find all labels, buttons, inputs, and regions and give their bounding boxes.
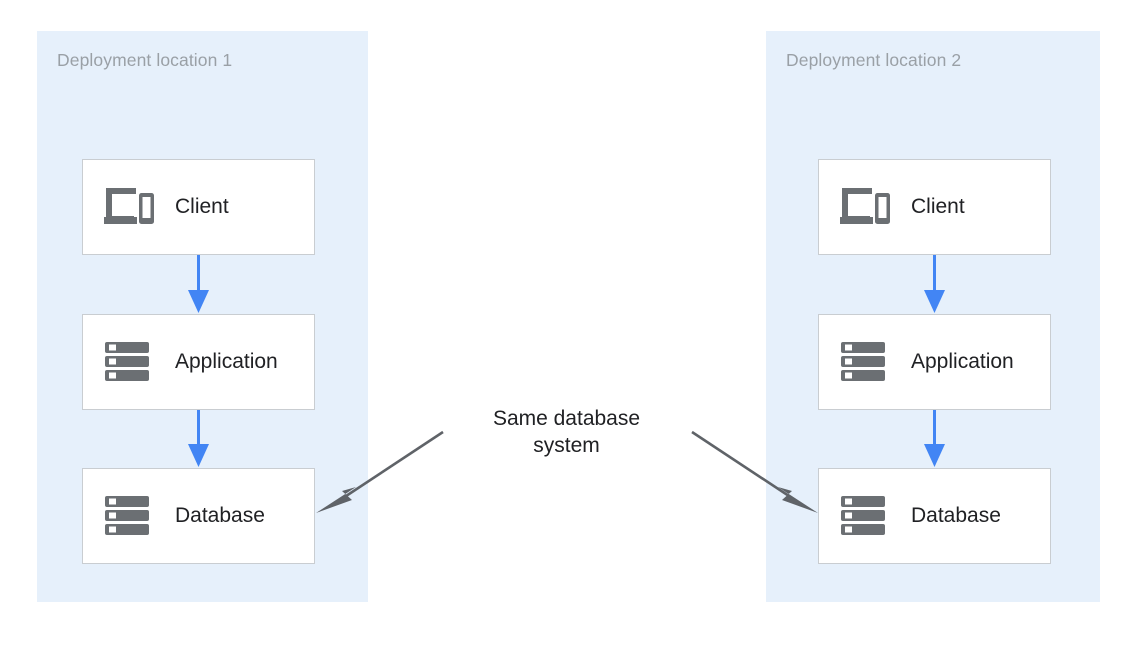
node-database-2-label: Database	[911, 504, 1001, 527]
annotation-line-1: Same database	[492, 407, 641, 430]
annotation-line-2: system	[533, 434, 600, 457]
devices-icon	[104, 188, 154, 224]
deployment-location-2-label-wrap: Deployment location 2	[786, 50, 961, 71]
annotation-same-database-system: Same database system	[449, 405, 684, 459]
deployment-location-1-label: Deployment location 1	[57, 50, 233, 70]
devices-icon	[840, 188, 890, 224]
node-application-1-label: Application	[175, 350, 278, 373]
server-icon	[841, 496, 885, 535]
node-client-2-label: Client	[911, 195, 965, 218]
node-client-1[interactable]: Client	[82, 159, 315, 255]
node-application-2-label: Application	[911, 350, 1014, 373]
node-application-2[interactable]: Application	[818, 314, 1051, 410]
server-icon	[105, 342, 149, 381]
node-database-2[interactable]: Database	[818, 468, 1051, 564]
server-icon	[105, 496, 149, 535]
node-database-1[interactable]: Database	[82, 468, 315, 564]
node-application-1[interactable]: Application	[82, 314, 315, 410]
node-database-1-label: Database	[175, 504, 265, 527]
deployment-location-2-label: Deployment location 2	[786, 50, 962, 70]
server-icon	[841, 342, 885, 381]
node-client-1-label: Client	[175, 195, 229, 218]
node-client-2[interactable]: Client	[818, 159, 1051, 255]
deployment-location-1-label-wrap: Deployment location 1	[57, 50, 232, 71]
